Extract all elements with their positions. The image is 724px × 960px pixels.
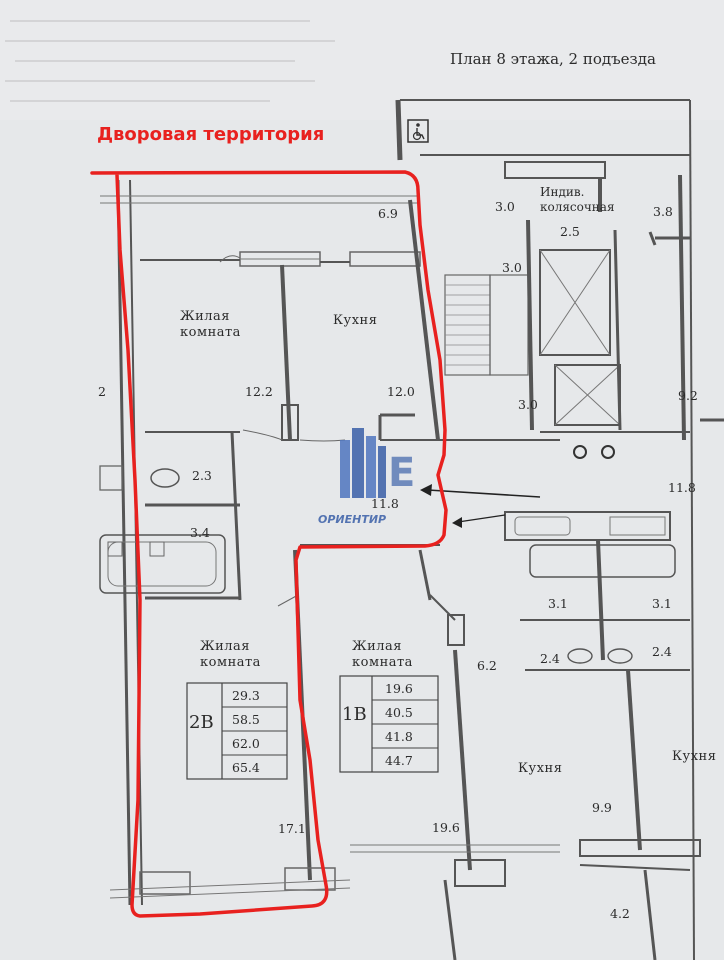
area-6-2: 6.2 bbox=[477, 658, 497, 673]
area-2-3: 2.3 bbox=[192, 468, 212, 483]
apartment-2b-value-2: 58.5 bbox=[232, 712, 260, 727]
apartment-2b-walls bbox=[99, 179, 560, 906]
apartment-2b-table: 2В 29.3 58.5 62.0 65.4 bbox=[186, 682, 288, 780]
watermark-text: ОРИЕНТИР bbox=[318, 513, 386, 526]
apartment-1b-table: 1В 19.6 40.5 41.8 44.7 bbox=[339, 675, 439, 773]
area-2-5: 2.5 bbox=[560, 224, 580, 239]
area-12-2: 12.2 bbox=[245, 384, 273, 399]
area-11-8: 11.8 bbox=[371, 496, 399, 511]
area-9-9: 9.9 bbox=[592, 800, 612, 815]
area-17-1: 17.1 bbox=[278, 821, 306, 836]
room-label-kitchen-3: Кухня bbox=[672, 749, 716, 764]
room-label-living-3: Жилая комната bbox=[352, 639, 413, 670]
apartment-1b-value-4: 44.7 bbox=[385, 753, 413, 768]
area-9-2: 9.2 bbox=[678, 388, 698, 403]
svg-text:Е: Е bbox=[388, 450, 415, 496]
room-label-wheelchair: Индив. колясочная bbox=[540, 185, 615, 214]
apartment-2b-value-1: 29.3 bbox=[232, 688, 260, 703]
area-3-8: 3.8 bbox=[653, 204, 673, 219]
area-6-9: 6.9 bbox=[378, 206, 398, 221]
apartment-2b-value-3: 62.0 bbox=[232, 736, 260, 751]
apartment-1b-walls bbox=[219, 255, 701, 960]
room-label-kitchen-1: Кухня bbox=[333, 313, 377, 328]
plan-title: План 8 этажа, 2 подъезда bbox=[450, 50, 656, 68]
bleed-through-text bbox=[5, 20, 335, 102]
apartment-2b-value-4: 65.4 bbox=[232, 760, 260, 775]
area-3-1-a: 3.1 bbox=[548, 596, 568, 611]
area-2-4-b: 2.4 bbox=[652, 644, 672, 659]
apartment-1b-code: 1В bbox=[342, 704, 367, 725]
area-3-1-b: 3.1 bbox=[652, 596, 672, 611]
area-19-6: 19.6 bbox=[432, 820, 460, 835]
stair-core bbox=[395, 99, 724, 960]
wheelchair-icon bbox=[412, 123, 425, 141]
apartment-2b-code: 2В bbox=[189, 712, 214, 733]
yard-territory-label: Дворовая территория bbox=[97, 124, 324, 145]
area-2-4-a: 2.4 bbox=[540, 651, 560, 666]
apartment-1b-value-2: 40.5 bbox=[385, 705, 413, 720]
area-4-2: 4.2 bbox=[610, 906, 630, 921]
apartment-1b-value-3: 41.8 bbox=[385, 729, 413, 744]
area-2-left: 2 bbox=[98, 384, 106, 399]
area-3-4: 3.4 bbox=[190, 525, 210, 540]
area-12-0: 12.0 bbox=[387, 384, 415, 399]
area-3-0-low: 3.0 bbox=[518, 397, 538, 412]
room-label-kitchen-2: Кухня bbox=[518, 761, 562, 776]
room-label-living-2: Жилая комната bbox=[200, 639, 261, 670]
apartment-1b-value-1: 19.6 bbox=[385, 681, 413, 696]
yard-territory-outline bbox=[90, 170, 448, 918]
area-11-8-right: 11.8 bbox=[668, 480, 696, 495]
area-3-0-stair: 3.0 bbox=[502, 260, 522, 275]
room-label-living-1: Жилая комната bbox=[180, 309, 241, 340]
area-3-0-top: 3.0 bbox=[495, 199, 515, 214]
orientir-watermark: Е ОРИЕНТИР bbox=[318, 428, 415, 526]
